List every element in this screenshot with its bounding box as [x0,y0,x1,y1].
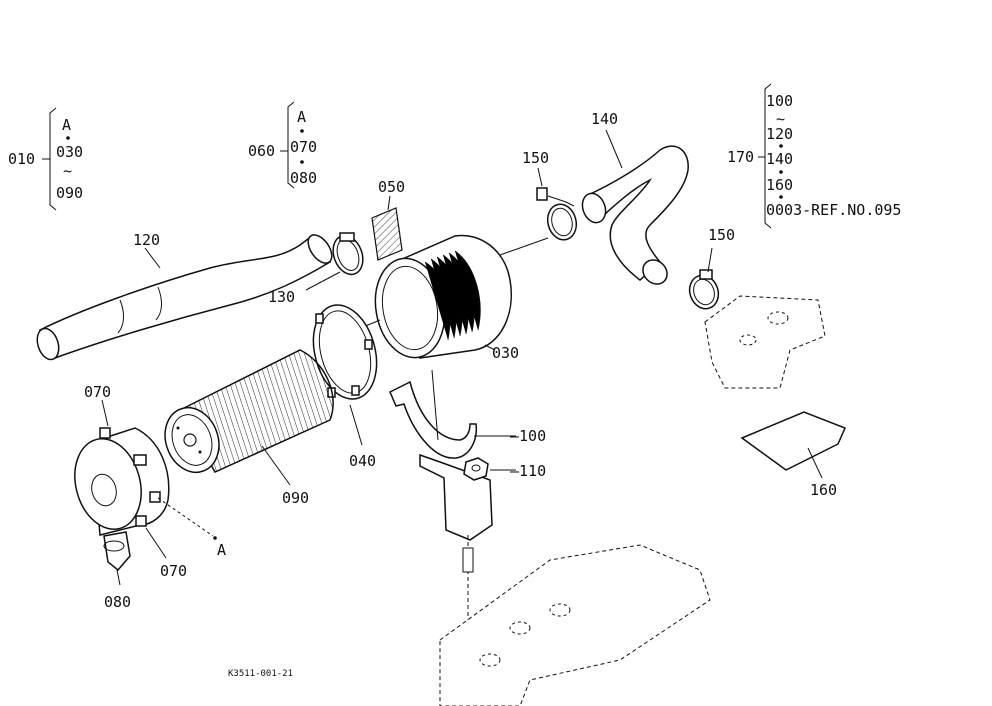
label-030: 030 [492,344,519,362]
bracket-100: —100 [389,369,546,541]
intake-manifold-reference [704,295,826,389]
group-060-main-label: 060 [248,142,275,160]
group-010-main-label: 010 [8,150,35,168]
group-170-main-label: 170 [727,148,754,166]
group-010-item-090: 090 [56,184,83,202]
drawing-code: K3511-001-21 [228,669,293,679]
group-170-item-160: 160 [766,176,793,194]
intake-hose-120: 120 [36,231,333,361]
retaining-ring-040: 040 [312,304,378,470]
filter-element-090: 090 [164,349,334,507]
group-060-item-070: 070 [290,138,317,156]
label-150-upper: 150 [522,149,549,167]
group-010-item-tilde: ∼ [63,162,72,180]
label-120: 120 [133,231,160,249]
label-sticker-050: 050 [371,178,405,261]
hose-clamp-150-upper: 150 [522,149,578,241]
air-cleaner-body-030: 030 [323,234,549,362]
group-060-item-a: A [297,108,306,126]
group-010-item-a: A [62,116,71,134]
label-100: —100 [510,427,546,445]
label-070-upper: 070 [84,383,111,401]
nut-110: —110 [463,457,546,481]
engine-reference [439,535,711,706]
label-040: 040 [349,452,376,470]
label-140: 140 [591,110,618,128]
group-010-callout: 010 A 030 ∼ 090 [8,107,83,211]
group-060-callout: 060 A 070 080 [248,101,317,189]
group-170-item-ref: 0003-REF.NO.095 [766,201,901,219]
label-080: 080 [104,593,131,611]
sheet-160: 160 [740,411,847,499]
dust-valve-080: 080 [103,531,131,611]
group-170-item-tilde: ∼ [776,110,785,128]
air-cleaner-cover-070: 070 070 [74,383,187,580]
group-170-item-100: 100 [766,92,793,110]
group-170-callout: 170 100 ∼ 120 140 160 0003-REF.NO.095 [727,83,901,229]
label-070-lower: 070 [160,562,187,580]
group-060-item-080: 080 [290,169,317,187]
label-110: —110 [510,462,546,480]
group-170-item-140: 140 [766,150,793,168]
reference-a: A [157,497,226,559]
hose-clamp-130: 130 [268,232,364,306]
hose-clamp-150-lower: 150 [688,226,735,310]
label-a: A [217,541,226,559]
label-160: 160 [810,481,837,499]
group-010-item-030: 030 [56,143,83,161]
group-170-item-120: 120 [766,125,793,143]
label-130: 130 [268,288,295,306]
label-050: 050 [378,178,405,196]
elbow-hose-140: 140 [581,110,689,285]
label-090: 090 [282,489,309,507]
label-150-lower: 150 [708,226,735,244]
